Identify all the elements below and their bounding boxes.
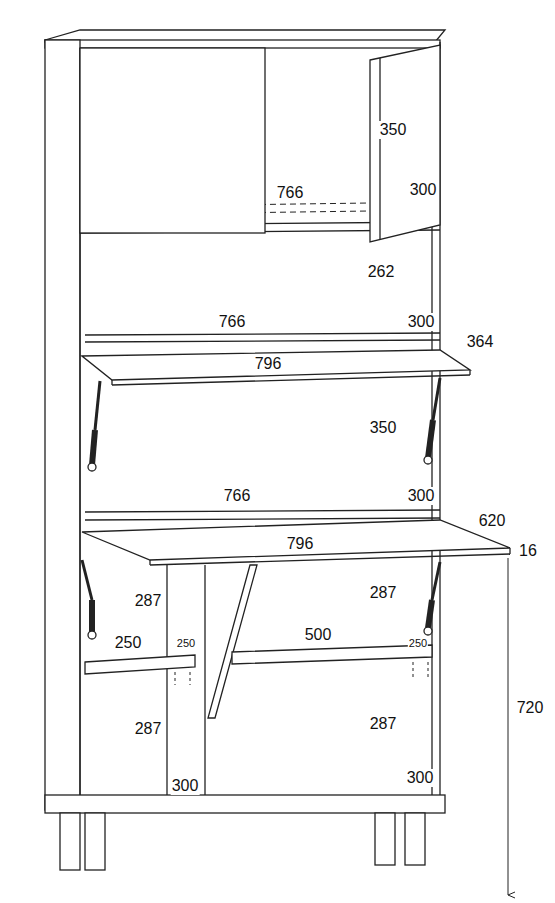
dimension-label: 250 bbox=[114, 634, 143, 652]
dimension-label: 287 bbox=[134, 592, 163, 610]
dimension-label: 796 bbox=[254, 355, 283, 373]
dimension-label: 16 bbox=[518, 542, 538, 560]
dimension-label: 262 bbox=[367, 263, 396, 281]
dimension-label: 287 bbox=[369, 715, 398, 733]
dimension-label: 250 bbox=[176, 637, 196, 650]
dimension-label: 766 bbox=[218, 313, 247, 331]
dimension-label: 796 bbox=[286, 535, 315, 553]
dimension-label: 300 bbox=[171, 777, 200, 795]
dimension-label: 620 bbox=[478, 512, 507, 530]
dimension-label: 350 bbox=[379, 121, 408, 139]
dimension-label: 300 bbox=[407, 313, 436, 331]
dimension-label: 500 bbox=[304, 626, 333, 644]
dimension-label: 300 bbox=[406, 769, 435, 787]
dimension-label: 766 bbox=[276, 184, 305, 202]
dimension-label: 720 bbox=[516, 699, 545, 717]
dimension-label: 300 bbox=[407, 487, 436, 505]
dimension-label: 287 bbox=[134, 720, 163, 738]
dimension-label: 364 bbox=[466, 333, 495, 351]
dimension-label: 250 bbox=[408, 637, 428, 650]
dimension-label: 300 bbox=[409, 181, 438, 199]
dimension-label: 766 bbox=[223, 487, 252, 505]
dimension-label: 287 bbox=[369, 584, 398, 602]
dimension-label: 350 bbox=[369, 419, 398, 437]
